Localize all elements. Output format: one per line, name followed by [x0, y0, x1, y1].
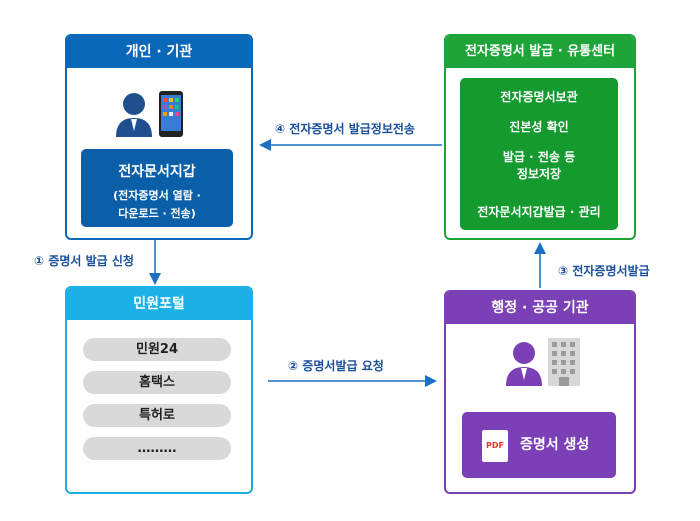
personal-box-title: 개인 · 기관 [67, 36, 251, 68]
step3-label: ③ 전자증명서발급 [558, 264, 650, 278]
center-item-wallet-mgmt: 전자문서지갑발급 · 관리 [477, 205, 601, 219]
official-person-icon [506, 342, 542, 386]
civil-portal-box: 민원포털 민원24 홈택스 특허로 ……… [65, 286, 253, 494]
step2-label: ② 증명서발급 요청 [288, 359, 384, 373]
e-wallet-panel: 전자문서지갑 (전자증명서 열람 · 다운로드 · 전송) [81, 149, 233, 227]
building-icon [548, 338, 580, 386]
e-wallet-sub1: (전자증명서 열람 · [113, 189, 201, 202]
personal-institution-box: 개인 · 기관 전자문서지갑 (전자증명서 열람 · 다운로드 · 전송) [65, 34, 253, 240]
portal-box-title: 민원포털 [67, 288, 251, 320]
portal-item-patent: 특허로 [83, 404, 231, 427]
center-box-title: 전자증명서 발급 · 유통센터 [446, 36, 634, 68]
smartphone-icon [159, 91, 183, 137]
portal-item-more: ……… [83, 437, 231, 460]
center-inner-panel: 전자증명서보관 진본성 확인 발급 · 전송 등 정보저장 전자문서지갑발급 ·… [460, 78, 618, 230]
certificate-generation-label: 증명서 생성 [520, 437, 590, 453]
portal-item-minwon24: 민원24 [83, 338, 231, 361]
step1-label: ① 증명서 발급 신청 [34, 254, 134, 268]
center-item-issue-transfer: 발급 · 전송 등 [502, 150, 576, 164]
pdf-icon-label: PDF [486, 441, 504, 450]
pdf-icon: PDF [482, 430, 508, 462]
e-wallet-title: 전자문서지갑 [118, 164, 196, 180]
center-item-storage: 전자증명서보관 [500, 90, 578, 104]
agency-box-title: 행정 · 공공 기관 [446, 292, 634, 324]
public-agency-box: 행정 · 공공 기관 PDF 증명서 생성 [444, 290, 636, 494]
step4-label: ④ 전자증명서 발급정보전송 [275, 122, 415, 136]
portal-item-hometax: 홈택스 [83, 371, 231, 394]
person-icon [116, 93, 152, 137]
issuance-center-box: 전자증명서 발급 · 유통센터 전자증명서보관 진본성 확인 발급 · 전송 등… [444, 34, 636, 240]
center-item-authenticity: 진본성 확인 [509, 120, 569, 134]
certificate-generation-panel: PDF 증명서 생성 [462, 412, 616, 478]
center-item-info-storage: 정보저장 [516, 167, 562, 181]
e-wallet-sub2: 다운로드 · 전송) [118, 207, 196, 220]
